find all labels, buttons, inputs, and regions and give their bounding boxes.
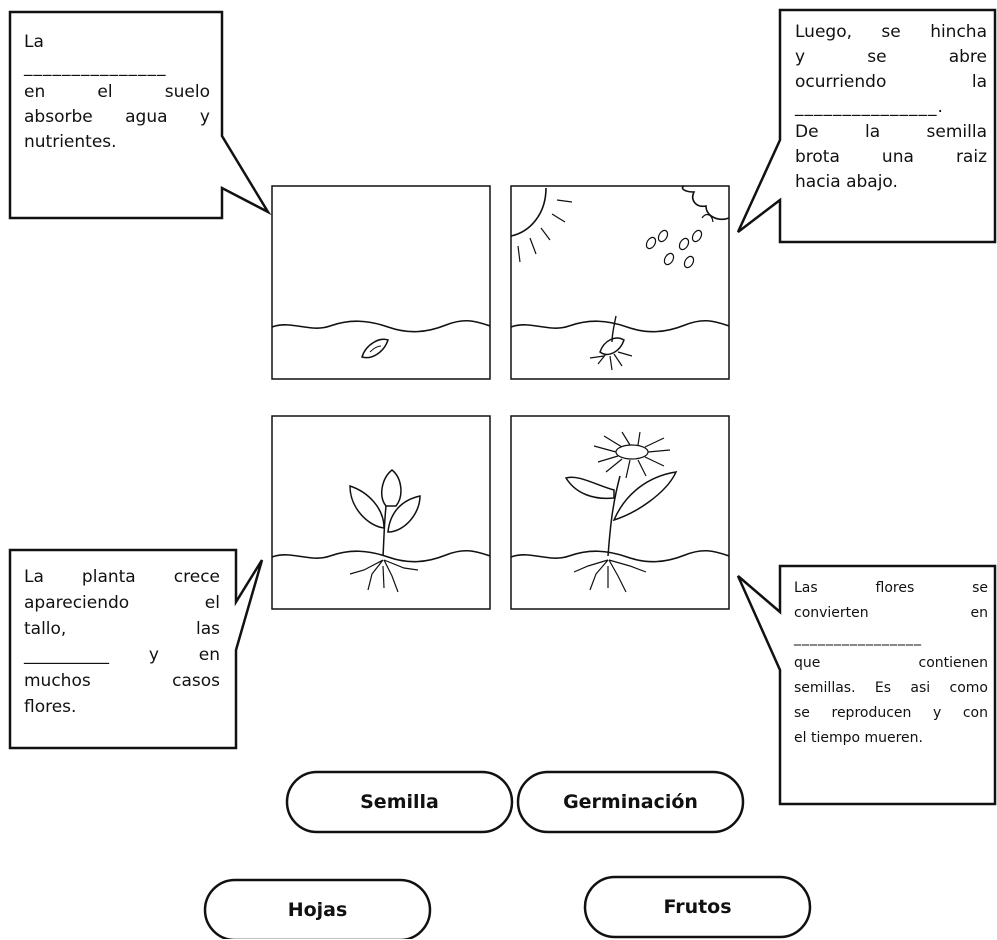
panel-germination	[510, 185, 730, 380]
pill-semilla-shape	[285, 770, 514, 834]
callout-bottom-left	[8, 548, 264, 750]
pill-hojas-shape	[203, 878, 432, 939]
answer-blank[interactable]: __________ y en	[24, 645, 220, 665]
callout-line: y se abre	[795, 47, 987, 67]
callout-line: Luego, se hincha	[795, 22, 987, 42]
callout-text-top-left: La _______________ en el suelo absorbe a…	[24, 30, 210, 155]
callout-line: en el suelo	[24, 82, 210, 102]
pill-frutos-shape	[583, 875, 812, 939]
answer-blank[interactable]: _______________	[24, 57, 167, 77]
pill-germinacion-shape	[516, 770, 745, 834]
callout-line: el tiempo mueren.	[794, 730, 923, 746]
callout-top-left	[8, 10, 272, 220]
callout-top-right	[736, 8, 997, 244]
callout-line: La	[24, 32, 44, 52]
callout-line: ocurriendo la	[795, 72, 987, 92]
callout-text-bottom-right: Las flores se convierten en ____________…	[794, 576, 988, 751]
callout-text-top-right: Luego, se hincha y se abre ocurriendo la…	[795, 20, 987, 195]
callout-line: Las flores se	[794, 580, 988, 596]
answer-blank[interactable]: _______________.	[795, 97, 944, 117]
callout-line: tallo, las	[24, 619, 220, 639]
callout-line: absorbe agua y	[24, 107, 210, 127]
callout-line: muchos casos	[24, 671, 220, 691]
word-hojas-button[interactable]: Hojas	[287, 899, 348, 921]
callout-text-bottom-left: La planta crece apareciendo el tallo, la…	[24, 564, 220, 720]
callout-line: que contienen	[794, 655, 988, 671]
callout-line: De la semilla	[795, 122, 987, 142]
word-frutos-button[interactable]: Frutos	[663, 896, 732, 918]
callout-line: convierten en	[794, 605, 988, 621]
callout-line: semillas. Es asi como	[794, 680, 988, 696]
word-germinacion-button[interactable]: Germinación	[563, 791, 698, 813]
panel-flower	[510, 415, 730, 610]
callout-line: se reproducen y con	[794, 705, 988, 721]
answer-blank[interactable]: ________________	[794, 630, 922, 646]
callout-bottom-right	[736, 564, 997, 806]
callout-line: hacia abajo.	[795, 172, 898, 192]
word-semilla-button[interactable]: Semilla	[360, 791, 439, 813]
panel-seed	[271, 185, 491, 380]
callout-line: nutrientes.	[24, 132, 117, 152]
callout-line: brota una raiz	[795, 147, 987, 167]
callout-line: flores.	[24, 697, 77, 717]
callout-line: La planta crece	[24, 567, 220, 587]
callout-line: apareciendo el	[24, 593, 220, 613]
panel-sprout	[271, 415, 491, 610]
